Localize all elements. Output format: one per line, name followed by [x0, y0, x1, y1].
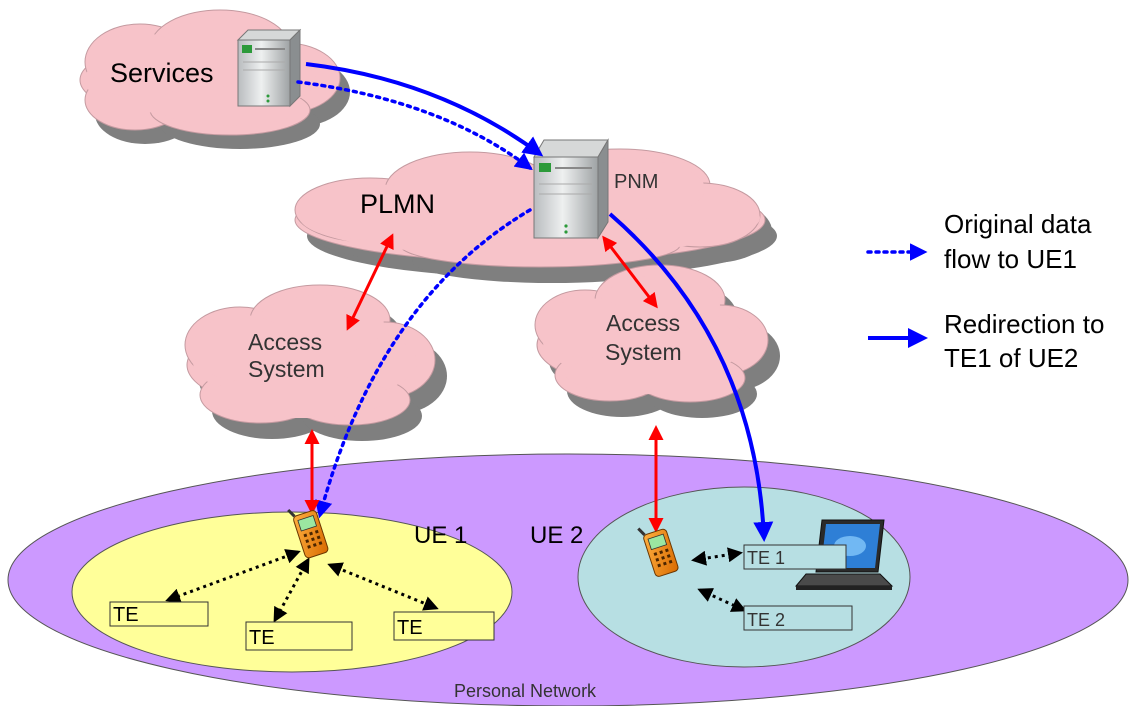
access-system-cloud-2 [534, 264, 780, 418]
pnm-server-icon [533, 138, 609, 240]
ue1-label: UE 1 [414, 522, 467, 549]
link-ue1-te-c [327, 562, 439, 611]
ue1-te-a-box [109, 601, 209, 627]
ue1-te-a-label: TE [113, 604, 139, 626]
ue2-label: UE 2 [530, 522, 583, 549]
services-label: Services [110, 58, 214, 88]
original-flow-services-to-pnm [296, 80, 533, 171]
legend-solid-line1: Redirection to [944, 309, 1104, 339]
ue1-te-c-label: TE [397, 617, 423, 639]
legend: Original data flow to UE1 Redirection to… [866, 209, 1104, 373]
link-ue1-te-b [273, 557, 310, 623]
link-plmn-access2 [602, 235, 658, 309]
ue1-mobile-phone-icon [287, 508, 329, 559]
ue2-te1-label: TE 1 [747, 548, 785, 568]
ue2-te2-label: TE 2 [747, 610, 785, 630]
legend-dotted-line2: flow to UE1 [944, 244, 1077, 274]
personal-network-label: Personal Network [454, 681, 597, 701]
link-ue2-te1 [691, 547, 743, 566]
ue2-te2-box [743, 605, 853, 631]
plmn-label: PLMN [360, 189, 435, 219]
original-flow-pnm-to-ue1 [315, 208, 532, 519]
services-server-icon [236, 28, 302, 108]
pnm-label: PNM [614, 171, 658, 193]
legend-solid-line2: TE1 of UE2 [944, 343, 1078, 373]
access-system-1-label-line2: System [248, 356, 325, 382]
redirect-flow-services-to-pnm [305, 62, 544, 157]
ue1-te-b-box [245, 621, 353, 651]
link-plmn-access1 [346, 233, 394, 331]
ue2-mobile-phone-icon [637, 527, 679, 577]
ue1-te-b-label: TE [249, 627, 275, 649]
ue2-te1-box [743, 544, 847, 570]
access-system-2-label-line2: System [605, 339, 682, 365]
access-system-1-label-line1: Access [248, 329, 322, 355]
link-ue2-te2 [697, 588, 747, 612]
plmn-cloud [294, 148, 777, 283]
access-system-2-label-line1: Access [606, 310, 680, 336]
legend-dotted-line1: Original data [944, 209, 1092, 239]
ue1-te-c-box [393, 611, 495, 641]
